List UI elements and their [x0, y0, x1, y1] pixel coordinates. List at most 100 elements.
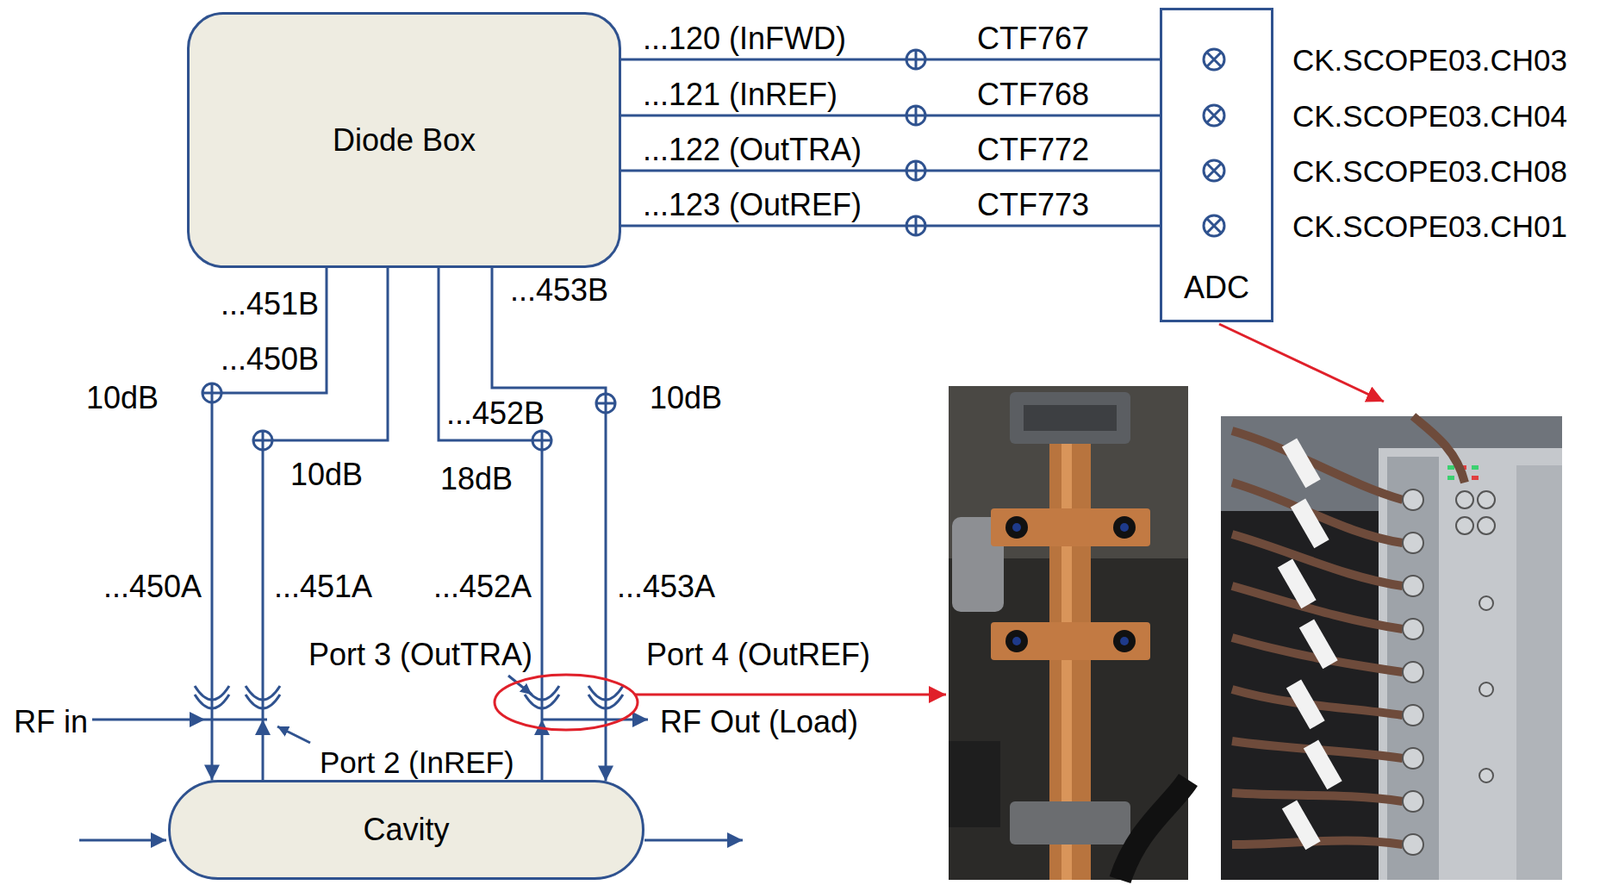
bnc-connector [1402, 489, 1424, 511]
knob [1113, 629, 1136, 653]
adc-input-symbol [1203, 160, 1225, 181]
signal-line [491, 267, 606, 781]
bnc-connector [1479, 682, 1494, 697]
cable [1232, 792, 1403, 802]
signal-label: CK.SCOPE03.CH04 [1290, 100, 1569, 131]
signal-connector [621, 225, 1160, 227]
attenuator-symbol [596, 393, 616, 413]
coupler-bar [990, 508, 1151, 547]
knob-cap [1120, 636, 1129, 646]
instrument-panel [1378, 448, 1563, 880]
coupler-symbol [245, 685, 281, 709]
line-label: ...120 (InFWD) [641, 23, 848, 55]
line-label: ...451A [272, 571, 374, 603]
signal-label: 18dB [438, 463, 515, 495]
flange [1009, 392, 1131, 444]
signal-connector [621, 170, 1160, 172]
node-title: Diode Box [332, 124, 476, 156]
leader-arrow [277, 726, 311, 743]
signal-label: ...452B [444, 398, 547, 430]
signal-label: RF Out (Load) [658, 706, 860, 738]
node-title: Cavity [362, 814, 449, 846]
signal-label: 10dB [647, 382, 724, 414]
signal-line [621, 58, 1160, 62]
bnc-connector [1402, 618, 1424, 640]
signal-line [621, 114, 1160, 118]
bnc-connector [1402, 790, 1424, 812]
signal-label: ...450B [218, 343, 321, 375]
attenuator-cross [906, 161, 926, 181]
node-title: ADC [1183, 272, 1250, 304]
flange [1009, 801, 1131, 845]
line-label: ...453A [615, 571, 717, 603]
cables [1232, 416, 1465, 845]
bnc-connector [1402, 747, 1424, 769]
signal-connector [621, 59, 1160, 61]
cavity-shape: Cavity [168, 779, 645, 880]
attenuator-symbol [202, 383, 222, 403]
bnc-connector [1479, 768, 1494, 783]
led [1471, 465, 1479, 470]
cable-tag [1282, 438, 1321, 489]
signal-line [621, 169, 1160, 173]
attenuator-symbol [906, 105, 926, 125]
attenuator-symbol [906, 216, 926, 236]
led [1471, 475, 1479, 480]
adc-inputs [1203, 49, 1225, 237]
signal-label: RF in [12, 706, 90, 738]
adc-input-symbol [1203, 105, 1225, 126]
line-label: ...450A [101, 571, 204, 603]
signal-label: CTF773 [975, 189, 1091, 221]
adc-input-cross [1207, 108, 1222, 124]
signal-connector [621, 115, 1160, 117]
knob [1005, 629, 1028, 653]
attenuator-symbol [906, 49, 926, 69]
line-label: ...122 (OutTRA) [641, 134, 864, 166]
coupler-symbols [194, 685, 623, 709]
rf-in-arrow [92, 718, 206, 722]
knob [1005, 516, 1028, 539]
signal-label: Port 3 (OutTRA) [306, 639, 535, 671]
attenuator-symbol [906, 161, 926, 181]
cable-tag [1282, 800, 1321, 851]
cable-tag [1299, 619, 1339, 670]
signal-label: CK.SCOPE03.CH08 [1290, 155, 1569, 187]
attenuator-cross [532, 430, 552, 450]
attenuator-cross [906, 49, 926, 69]
adc-input-symbol [1203, 215, 1225, 237]
callout-arrow [635, 693, 947, 697]
bnc-connector [1402, 532, 1424, 554]
signal-connector [211, 267, 327, 780]
cable-tags [1277, 438, 1343, 851]
coupler-photo [948, 385, 1189, 880]
bnc-connector [1479, 596, 1494, 611]
adc-box: ADC [1159, 7, 1274, 323]
highlight-ellipse [494, 674, 638, 730]
signal-label: 10dB [84, 382, 161, 414]
signal-label: Port 2 (InREF) [317, 747, 517, 778]
attenuator-symbol [253, 430, 273, 450]
signal-label: CTF767 [975, 23, 1091, 55]
adc-input-cross [1207, 218, 1222, 234]
signal-connector [438, 267, 542, 780]
diode-box: Diode Box [186, 12, 622, 268]
cable-tag [1277, 559, 1317, 610]
signal-label: CTF768 [975, 79, 1091, 111]
bnc-connector [1456, 491, 1474, 509]
bnc-connectors [1402, 489, 1495, 855]
attenuator-cross [906, 216, 926, 236]
line-label: ...121 (InREF) [641, 79, 840, 111]
knob-cap [1120, 522, 1129, 532]
instrument-side [1516, 465, 1563, 880]
knob-cap [1012, 636, 1022, 646]
knob [1113, 516, 1136, 539]
coupler-symbol [194, 685, 230, 709]
led [1447, 465, 1455, 470]
coupler-symbol [588, 685, 623, 709]
signal-label: CK.SCOPE03.CH01 [1290, 211, 1569, 242]
bnc-connector [1477, 516, 1495, 535]
attenuator-cross [253, 430, 273, 450]
coupler-bar [990, 622, 1151, 660]
signal-label: CK.SCOPE03.CH03 [1290, 44, 1569, 75]
bnc-connector [1402, 834, 1424, 855]
